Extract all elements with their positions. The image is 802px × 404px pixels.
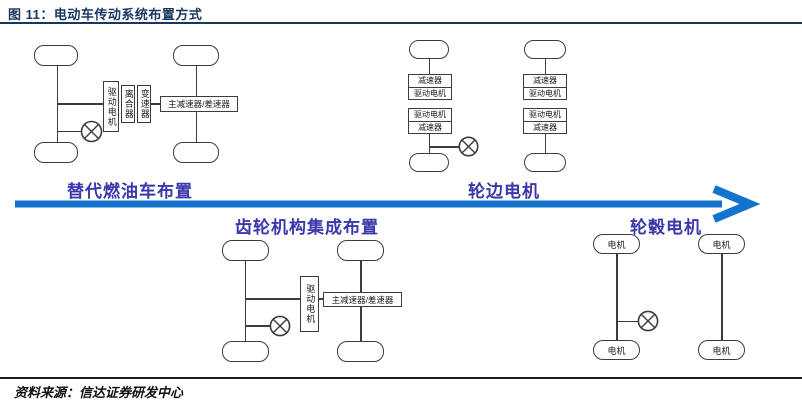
- motor-wheel: 电机: [593, 340, 640, 360]
- connector-line: [245, 325, 271, 327]
- wheel: [337, 341, 384, 362]
- wheel: [34, 45, 78, 66]
- final-drive-box: 主减速器/差速器: [323, 292, 402, 307]
- drive-motor-cell: 驱动电机: [524, 86, 566, 100]
- cluster-label-gear-integrated: 齿轮机构集成布置: [235, 218, 379, 237]
- drive-motor-box: 驱动电机: [300, 276, 319, 332]
- cluster-label-fuel-replacement: 替代燃油车布置: [67, 182, 193, 201]
- reducer-cell: 减速器: [524, 120, 566, 134]
- axle-line: [428, 58, 431, 74]
- motor-reducer-stack: 驱动电机 减速器: [408, 108, 452, 134]
- reducer-motor-stack: 减速器 驱动电机: [523, 74, 567, 100]
- drive-motor-cell: 驱动电机: [529, 110, 561, 120]
- footer-rule: [0, 377, 802, 379]
- connector-line: [319, 298, 324, 300]
- differential-icon: [458, 136, 479, 157]
- connector-line: [245, 298, 300, 300]
- reducer-cell: 减速器: [409, 120, 451, 134]
- wheel: [173, 142, 219, 163]
- wheel: [34, 142, 78, 163]
- reducer-cell: 减速器: [418, 76, 442, 86]
- drive-motor-box: 驱动电机: [103, 81, 119, 132]
- title-underline: [0, 22, 802, 24]
- wheel: [222, 240, 269, 261]
- clutch-box: 离合器: [121, 85, 135, 123]
- final-drive-box: 主减速器/差速器: [160, 96, 238, 112]
- differential-icon: [80, 120, 103, 143]
- axle-line: [544, 134, 547, 153]
- axle-line: [544, 58, 547, 74]
- connector-line: [429, 146, 459, 148]
- connector-line: [57, 130, 81, 133]
- timeline-arrow: [15, 185, 761, 223]
- axle-line: [721, 253, 723, 340]
- wheel: [524, 153, 566, 172]
- figure-title: 图 11：电动车传动系统布置方式: [8, 7, 203, 22]
- connector-line: [616, 320, 638, 323]
- axle-line: [428, 134, 431, 153]
- cluster-label-hub-motor: 轮毂电机: [630, 218, 702, 237]
- differential-icon: [269, 315, 291, 337]
- wheel: [173, 45, 219, 66]
- connector-line: [151, 103, 160, 105]
- axle-line: [616, 253, 618, 340]
- axle-line: [244, 260, 247, 342]
- reducer-cell: 减速器: [533, 76, 557, 86]
- motor-wheel: 电机: [698, 340, 745, 360]
- reducer-motor-stack: 减速器 驱动电机: [408, 74, 452, 100]
- motor-reducer-stack: 驱动电机 减速器: [523, 108, 567, 134]
- connector-line: [57, 103, 103, 105]
- drive-motor-cell: 驱动电机: [409, 86, 451, 100]
- wheel: [222, 341, 269, 362]
- gearbox-box: 变速器: [137, 85, 151, 123]
- wheel: [409, 40, 449, 59]
- wheel: [524, 40, 566, 59]
- source-note: 资料来源：信达证券研发中心: [14, 385, 184, 400]
- cluster-label-wheel-side: 轮边电机: [468, 182, 540, 201]
- wheel: [337, 240, 384, 261]
- drive-motor-cell: 驱动电机: [414, 110, 446, 120]
- differential-icon: [637, 310, 659, 332]
- wheel: [409, 153, 449, 172]
